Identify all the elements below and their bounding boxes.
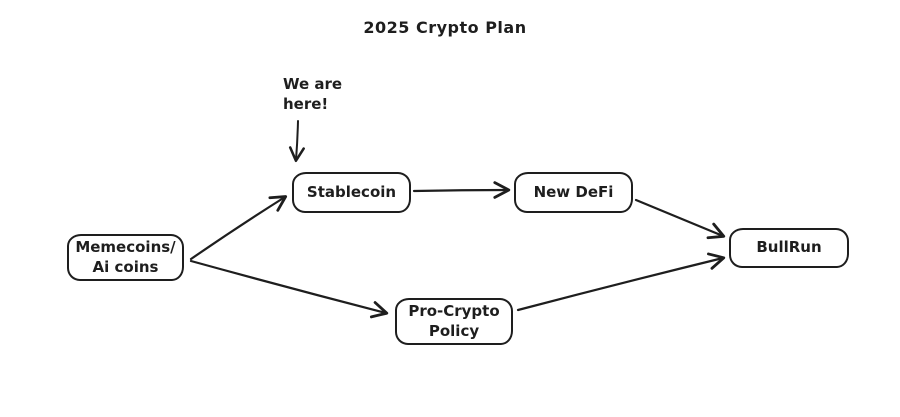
node-stablecoin: Stablecoin (292, 172, 411, 213)
diagram-title: 2025 Crypto Plan (363, 18, 527, 37)
edge-procrypto-bullrun (516, 252, 726, 312)
we-are-here-annotation: We are here! (283, 75, 343, 114)
node-new-defi: New DeFi (514, 172, 633, 213)
edge-stablecoin-newdefi (412, 181, 511, 199)
node-pro-crypto-policy: Pro-Crypto Policy (395, 298, 513, 345)
edge-annotation-stablecoin (288, 120, 305, 163)
edge-newdefi-bullrun (634, 198, 726, 240)
node-bullrun: BullRun (729, 228, 849, 268)
edge-memecoins-stablecoin (189, 195, 288, 261)
edge-memecoins-procrypto (189, 259, 389, 319)
node-memecoins: Memecoins/ Ai coins (67, 234, 184, 281)
